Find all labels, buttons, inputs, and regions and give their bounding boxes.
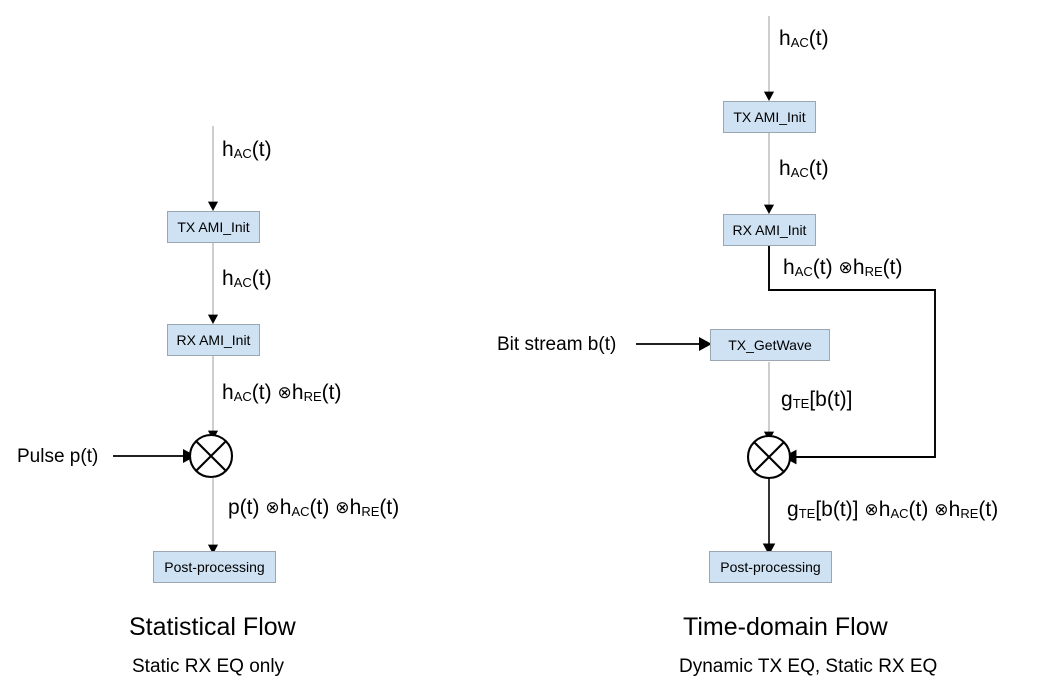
right-signal-after-mult-c-base: h: [948, 498, 961, 521]
right-signal-after-mult-a-arg: [b(t)]: [815, 498, 859, 521]
left-signal-after-rx: hAC(t) ⊗hRE(t): [222, 382, 341, 403]
right-signal-top-sub: AC: [790, 35, 809, 51]
right-signal-after-mult-a-sub: TE: [798, 506, 816, 522]
right-node-post-processing[interactable]: Post-processing: [709, 551, 832, 583]
right-signal-after-tx-base: h: [779, 157, 791, 180]
left-node-post-processing-label: Post-processing: [164, 559, 265, 575]
right-signal-after-getwave: gTE[b(t)]: [781, 389, 853, 410]
left-signal-after-mult-c-base: h: [349, 496, 362, 519]
right-signal-after-getwave-arg: [b(t)]: [809, 388, 853, 411]
right-node-tx-ami-init[interactable]: TX AMI_Init: [723, 101, 816, 133]
left-signal-after-mult-b-sub: AC: [291, 504, 310, 520]
left-signal-top-base: h: [222, 138, 234, 161]
left-signal-top: hAC(t): [222, 139, 272, 160]
left-signal-after-mult-b-base: h: [279, 496, 292, 519]
right-signal-after-tx-sub: AC: [790, 165, 809, 181]
left-signal-after-mult-a: p(t): [228, 496, 260, 519]
right-signal-top: hAC(t): [779, 28, 829, 49]
otimes-icon: ⊗: [335, 497, 350, 518]
otimes-icon: ⊗: [838, 257, 853, 278]
right-signal-after-getwave-sub: TE: [792, 396, 810, 412]
left-signal-after-multiplier: p(t) ⊗hAC(t) ⊗hRE(t): [228, 497, 399, 518]
right-node-tx-getwave-label: TX_GetWave: [728, 337, 812, 353]
right-flow-subtitle: Dynamic TX EQ, Static RX EQ: [679, 656, 938, 677]
left-signal-after-tx-arg: (t): [251, 267, 272, 290]
right-side-input-bit-stream: Bit stream b(t): [497, 334, 617, 355]
otimes-icon: ⊗: [864, 499, 879, 520]
left-signal-after-tx: hAC(t): [222, 268, 272, 289]
left-signal-after-rx-sub-a: AC: [233, 389, 252, 405]
left-node-rx-ami-init-label: RX AMI_Init: [176, 332, 251, 348]
right-node-tx-getwave[interactable]: TX_GetWave: [710, 329, 830, 361]
left-flow-subtitle: Static RX EQ only: [132, 656, 285, 677]
right-signal-after-mult-a-base: g: [787, 498, 799, 521]
left-signal-after-rx-base-b: h: [291, 381, 304, 404]
otimes-icon: ⊗: [934, 499, 949, 520]
right-node-rx-ami-init[interactable]: RX AMI_Init: [723, 214, 816, 246]
left-signal-after-rx-sub-b: RE: [303, 389, 322, 405]
left-signal-after-tx-base: h: [222, 267, 234, 290]
right-signal-after-rx-sub-a: AC: [794, 264, 813, 280]
left-side-input-pulse: Pulse p(t): [17, 446, 99, 467]
right-signal-after-mult-c-sub: RE: [960, 506, 979, 522]
left-signal-top-arg: (t): [251, 138, 272, 161]
right-signal-top-base: h: [779, 27, 791, 50]
right-signal-after-getwave-base: g: [781, 388, 793, 411]
right-signal-after-rx-base-b: h: [852, 256, 865, 279]
left-signal-after-mult-b-arg: (t): [309, 496, 330, 519]
left-node-post-processing[interactable]: Post-processing: [153, 551, 276, 583]
right-signal-after-rx-base-a: h: [783, 256, 795, 279]
right-signal-after-mult-b-arg: (t): [908, 498, 929, 521]
left-signal-after-rx-arg-a: (t): [251, 381, 272, 404]
right-signal-after-rx: hAC(t) ⊗hRE(t): [783, 257, 902, 278]
left-signal-after-rx-arg-b: (t): [321, 381, 342, 404]
right-signal-after-rx-arg-a: (t): [812, 256, 833, 279]
otimes-icon: ⊗: [265, 497, 280, 518]
right-signal-after-tx-arg: (t): [808, 157, 829, 180]
left-signal-after-mult-c-arg: (t): [379, 496, 400, 519]
right-node-tx-ami-init-label: TX AMI_Init: [733, 109, 806, 125]
left-signal-after-tx-sub: AC: [233, 275, 252, 291]
right-node-rx-ami-init-label: RX AMI_Init: [732, 222, 807, 238]
otimes-icon: ⊗: [277, 382, 292, 403]
right-node-post-processing-label: Post-processing: [720, 559, 821, 575]
right-signal-after-rx-sub-b: RE: [864, 264, 883, 280]
left-node-tx-ami-init[interactable]: TX AMI_Init: [167, 211, 260, 243]
left-node-tx-ami-init-label: TX AMI_Init: [177, 219, 250, 235]
left-node-rx-ami-init[interactable]: RX AMI_Init: [167, 324, 260, 356]
right-signal-after-tx: hAC(t): [779, 158, 829, 179]
right-signal-after-mult-b-sub: AC: [890, 506, 909, 522]
left-signal-after-rx-base-a: h: [222, 381, 234, 404]
right-signal-after-mult-c-arg: (t): [978, 498, 999, 521]
left-signal-top-sub: AC: [233, 146, 252, 162]
left-flow-title: Statistical Flow: [129, 613, 296, 641]
right-signal-top-arg: (t): [808, 27, 829, 50]
right-signal-after-mult-b-base: h: [878, 498, 891, 521]
right-signal-after-multiplier: gTE[b(t)] ⊗hAC(t) ⊗hRE(t): [787, 499, 998, 520]
right-signal-after-rx-arg-b: (t): [882, 256, 903, 279]
right-flow-title: Time-domain Flow: [683, 613, 888, 641]
left-signal-after-mult-c-sub: RE: [361, 504, 380, 520]
